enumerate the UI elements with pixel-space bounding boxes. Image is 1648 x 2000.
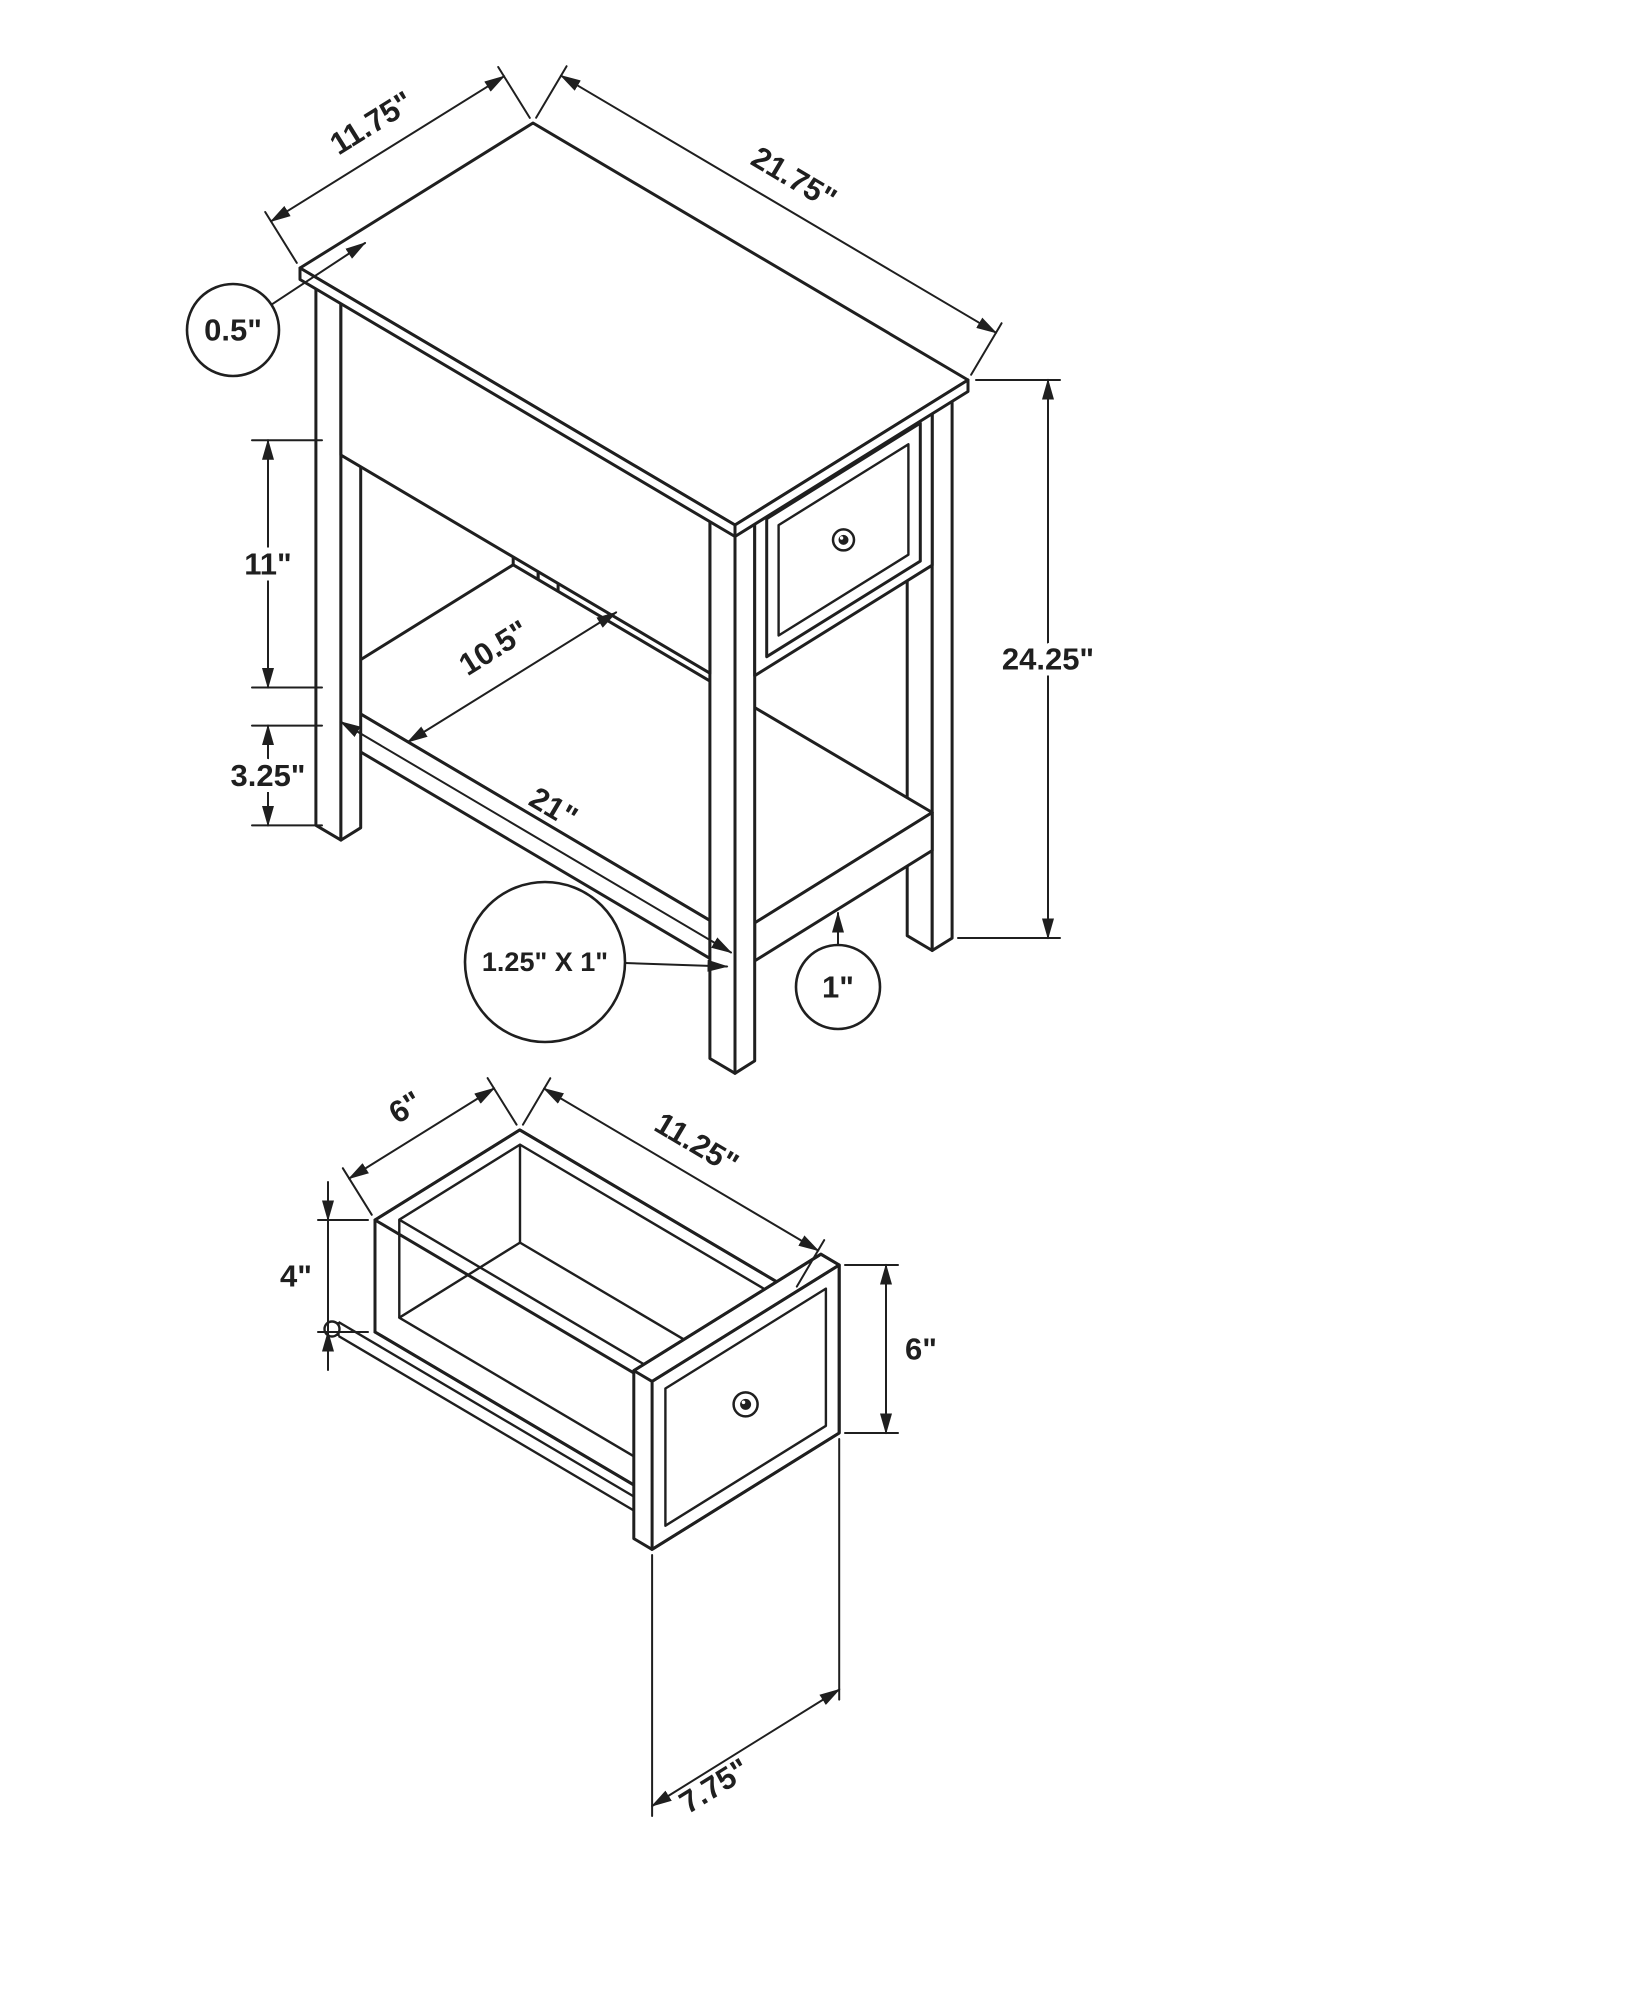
dim-drawer-width-label: 6" [383, 1084, 429, 1131]
dim-drawer-side-height: 4" [274, 1181, 369, 1371]
callout-leg-section-label: 1.25" X 1" [482, 947, 608, 977]
dim-drawer-front-height-label: 6" [905, 1332, 937, 1367]
callout-shelf-thickness-label: 1" [822, 970, 854, 1005]
table-d imensions: 11.75" 21.75" 0.5" 24.25" 11" [185, 65, 1100, 1044]
dim-top-length-label: 21.75" [745, 139, 842, 216]
dim-top-depth-label: 11.75" [324, 84, 419, 162]
drawer-drawing [323, 1128, 841, 1551]
dim-drawer-side-height-label: 4" [280, 1259, 312, 1294]
drawer-front-panel [632, 1252, 841, 1551]
dim-shelf-to-floor-label: 3.25" [230, 758, 305, 793]
table-drawing [298, 121, 970, 1075]
dim-drawer-front-width-label: 7.75" [673, 1751, 755, 1820]
callout-leg-section: 1.25" X 1" [463, 880, 729, 1044]
leg-front-right [708, 510, 757, 1075]
dim-shelf-to-floor: 3.25" [224, 724, 323, 827]
glide-roller [323, 1320, 341, 1338]
dim-apron-to-shelf-label: 11" [244, 547, 291, 582]
callout-top-thickness: 0.5" [185, 242, 367, 378]
dim-overall-height: 24.25" [957, 378, 1100, 940]
callout-shelf-thickness: 1" [794, 911, 882, 1031]
dim-overall-height-label: 24.25" [1002, 642, 1094, 677]
callout-top-thickness-label: 0.5" [204, 313, 262, 348]
dim-drawer-front-height: 6" [844, 1263, 943, 1435]
drawer-knob [831, 528, 856, 552]
drawer-front [765, 421, 922, 659]
dim-apron-to-shelf: 11" [238, 438, 323, 689]
dim-drawer-inner-length-label: 11.25" [649, 1105, 745, 1181]
drawer-panel-knob [732, 1391, 759, 1418]
